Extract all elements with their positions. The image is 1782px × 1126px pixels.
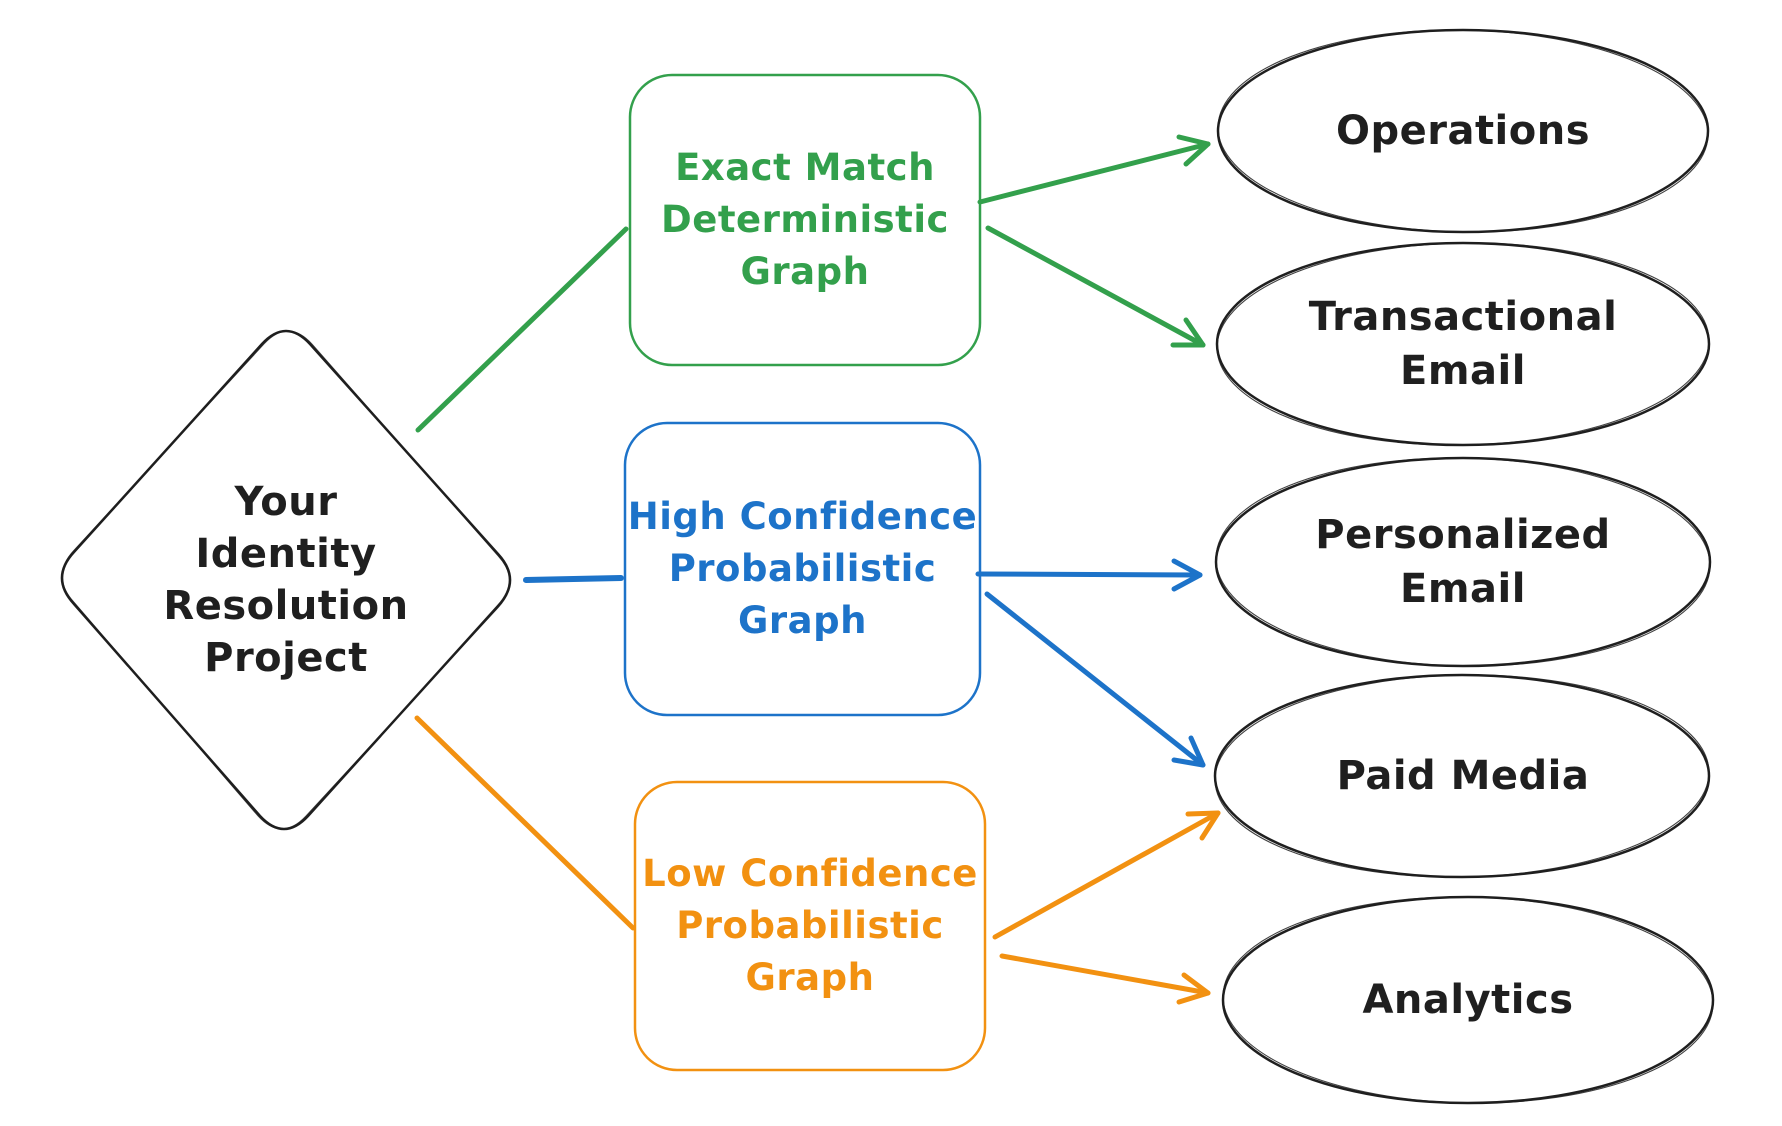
arrow-high-confidence-to-paid-media xyxy=(984,591,1206,768)
edge-diamond-to-low-confidence xyxy=(414,715,636,931)
box-high-confidence-probabilistic-graph xyxy=(623,421,982,717)
box-exact-match-deterministic-graph xyxy=(628,73,982,367)
edge-diamond-to-high-confidence xyxy=(523,575,624,583)
diamond-your-identity-resolution-project xyxy=(60,329,512,831)
ellipse-transactional-email xyxy=(1215,241,1711,447)
ellipse-personalized-email xyxy=(1214,456,1712,668)
arrow-high-confidence-to-personalized-email xyxy=(975,558,1203,592)
arrow-exact-match-to-transactional-email xyxy=(985,225,1206,348)
arrow-exact-match-to-operations xyxy=(977,134,1211,205)
box-low-confidence-probabilistic-graph xyxy=(633,780,987,1072)
ellipse-operations xyxy=(1216,28,1710,234)
edge-diamond-to-exact-match xyxy=(415,226,629,433)
arrow-low-confidence-to-analytics xyxy=(999,953,1211,1005)
ellipse-analytics xyxy=(1221,895,1715,1105)
ellipse-paid-media xyxy=(1213,673,1711,879)
arrow-low-confidence-to-paid-media xyxy=(992,810,1221,940)
